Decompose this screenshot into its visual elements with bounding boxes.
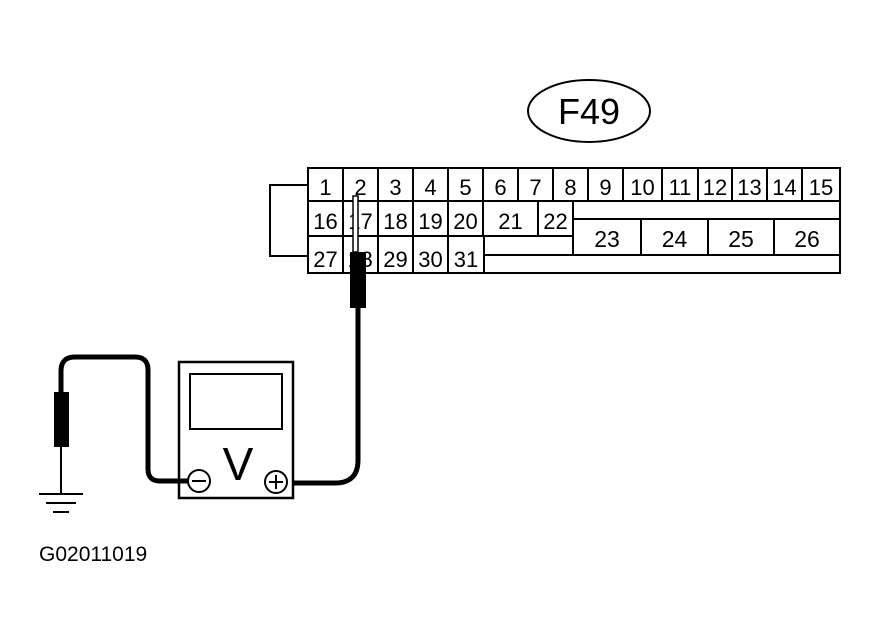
negative-probe — [54, 354, 188, 494]
pin-label-20: 20 — [453, 209, 477, 234]
pin-label-15: 15 — [809, 175, 833, 200]
pin-label-13: 13 — [737, 175, 761, 200]
pin-label-6: 6 — [494, 175, 506, 200]
pin-label-29: 29 — [383, 247, 407, 272]
pin-label-1: 1 — [319, 175, 331, 200]
pin-label-14: 14 — [772, 175, 796, 200]
negative-terminal-icon — [187, 469, 211, 493]
row2-large-pins: 23 24 25 26 — [594, 226, 820, 252]
pin-label-3: 3 — [389, 175, 401, 200]
pin-label-30: 30 — [418, 247, 442, 272]
pin-label-17: 17 — [348, 209, 372, 234]
voltmeter: V — [177, 360, 295, 500]
row3-dividers — [342, 236, 449, 273]
pin-label-23: 23 — [594, 226, 620, 252]
pin-label-25: 25 — [728, 226, 754, 252]
pin-label-19: 19 — [418, 209, 442, 234]
pin-label-7: 7 — [529, 175, 541, 200]
ground-icon — [39, 493, 83, 513]
pin-label-8: 8 — [564, 175, 576, 200]
pin-label-31: 31 — [454, 247, 478, 272]
voltmeter-symbol: V — [223, 438, 254, 490]
pin-label-26: 26 — [794, 226, 820, 252]
pin-label-24: 24 — [662, 226, 688, 252]
connector-label: F49 — [558, 91, 620, 132]
pin-label-2: 2 — [354, 175, 366, 200]
connector-label-ellipse — [527, 79, 651, 143]
row2-pins: 16 17 18 19 20 21 22 — [313, 209, 567, 234]
positive-probe — [292, 195, 366, 486]
positive-terminal-icon — [264, 470, 288, 494]
pin-label-4: 4 — [424, 175, 436, 200]
pin-label-11: 11 — [669, 175, 692, 200]
figure-id: G02011019 — [39, 543, 147, 566]
row2-large-dividers — [640, 219, 775, 255]
pin-label-10: 10 — [630, 175, 654, 200]
connector-lock-tab — [269, 184, 308, 257]
pin-label-18: 18 — [383, 209, 407, 234]
pin-label-27: 27 — [313, 247, 337, 272]
row2-dividers — [342, 201, 539, 236]
voltmeter-display — [189, 373, 283, 430]
pin-label-5: 5 — [459, 175, 471, 200]
pin-label-12: 12 — [703, 175, 727, 200]
row3-pins: 2728293031 — [313, 247, 478, 272]
pin-label-21: 21 — [498, 209, 522, 234]
pin-label-22: 22 — [543, 209, 567, 234]
connector-f49 — [307, 167, 841, 274]
pin-label-16: 16 — [313, 209, 337, 234]
row1-dividers — [342, 168, 803, 201]
pin-label-9: 9 — [599, 175, 611, 200]
